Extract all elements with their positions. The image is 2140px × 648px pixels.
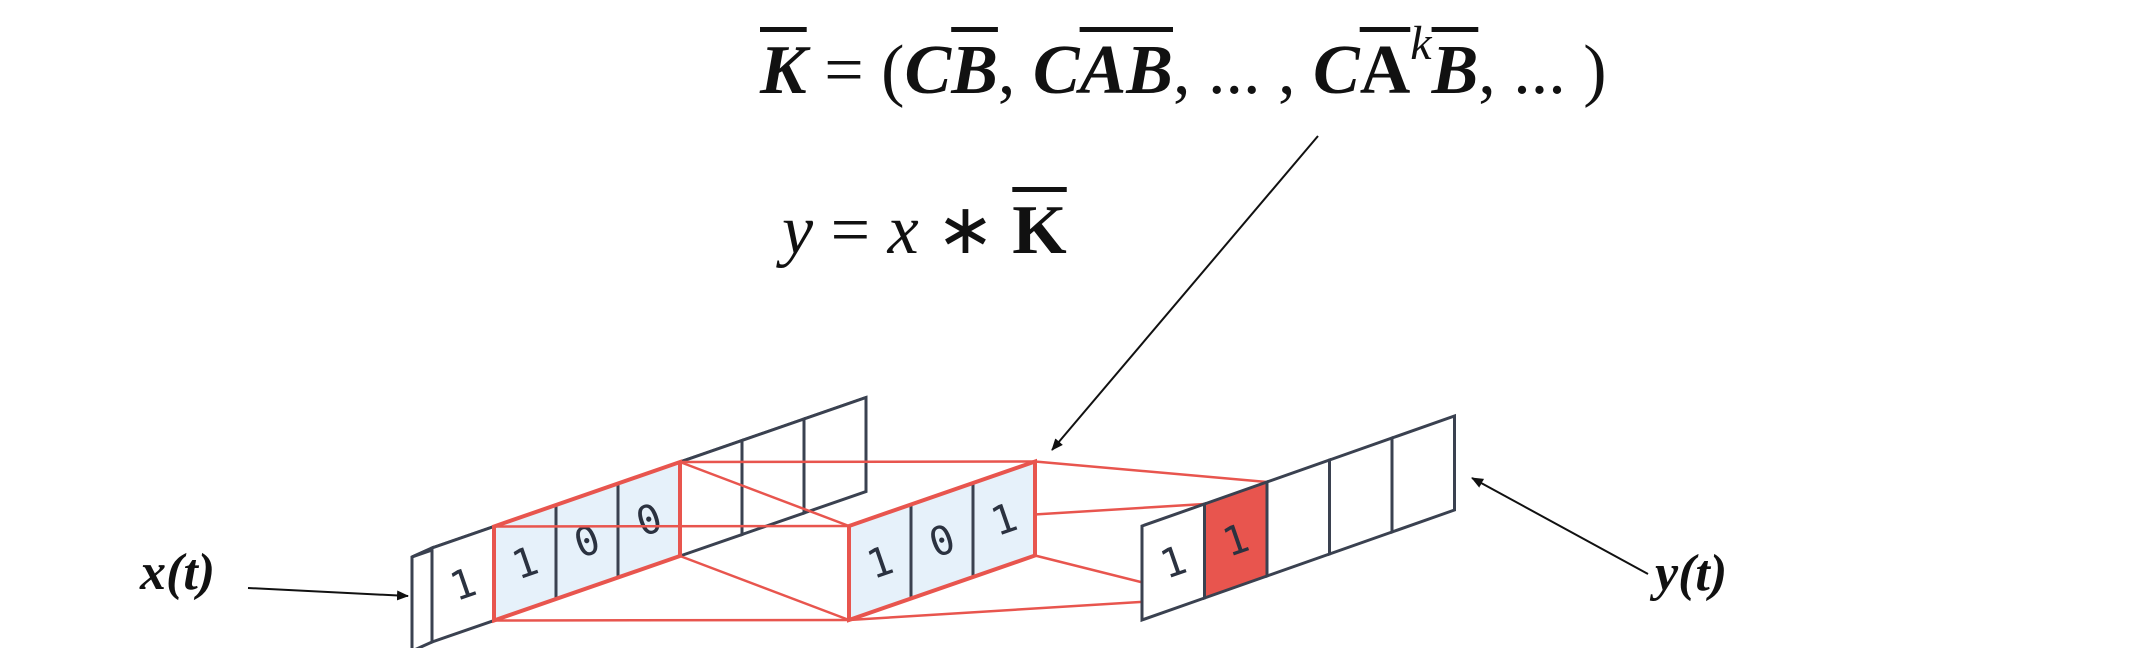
term2-c: C [1032,32,1080,109]
term3-b-bar: B [1431,32,1479,109]
kernel-formula-tail: , ... ) [1478,32,1607,109]
output-label: y(t) [1655,545,1728,602]
output-cell [1390,413,1456,535]
kernel-formula-eq: = ( [806,32,905,109]
term1-c: C [904,32,952,109]
x-symbol: x [887,192,919,269]
conv-eq: = [813,192,888,269]
annotation-arrows [247,135,1649,601]
connector-line [493,618,850,622]
input-label-arrow [247,587,409,601]
connector-line [1034,460,1268,484]
term2-ab-bar: AB [1079,32,1173,109]
term-separator: , [997,32,1033,109]
output-cell [1328,435,1394,557]
output-cell [1265,457,1331,579]
k-bar-symbol-2: K [1012,192,1067,269]
formula-to-kernel-arrow [1051,135,1319,451]
term-ellipsis: , ... , [1173,32,1313,109]
input-cell [802,395,868,516]
y-symbol: y [782,192,814,269]
output-label-arrow [1471,477,1649,575]
term1-b-bar: B [951,32,998,109]
connector-line [679,460,850,528]
term3-exponent-k: k [1410,17,1432,70]
k-bar-symbol: K [760,32,807,109]
connector-line [679,460,1036,464]
kernel-formula: K = (CB, CAB, ... , CAkB, ... ) [760,20,1607,106]
input-cell [740,416,806,537]
input-side-face [410,545,434,648]
connector-line [679,554,850,622]
input-label: x(t) [140,544,216,601]
kernel-highlight [847,458,1037,623]
convolution-operator: ∗ [918,192,1013,269]
convolution-formula: y = x ∗ K [782,196,1067,266]
connector-line [493,524,850,528]
term3-c: C [1313,32,1360,109]
input-cell [678,438,744,559]
term3-a-bar: A [1359,32,1411,109]
